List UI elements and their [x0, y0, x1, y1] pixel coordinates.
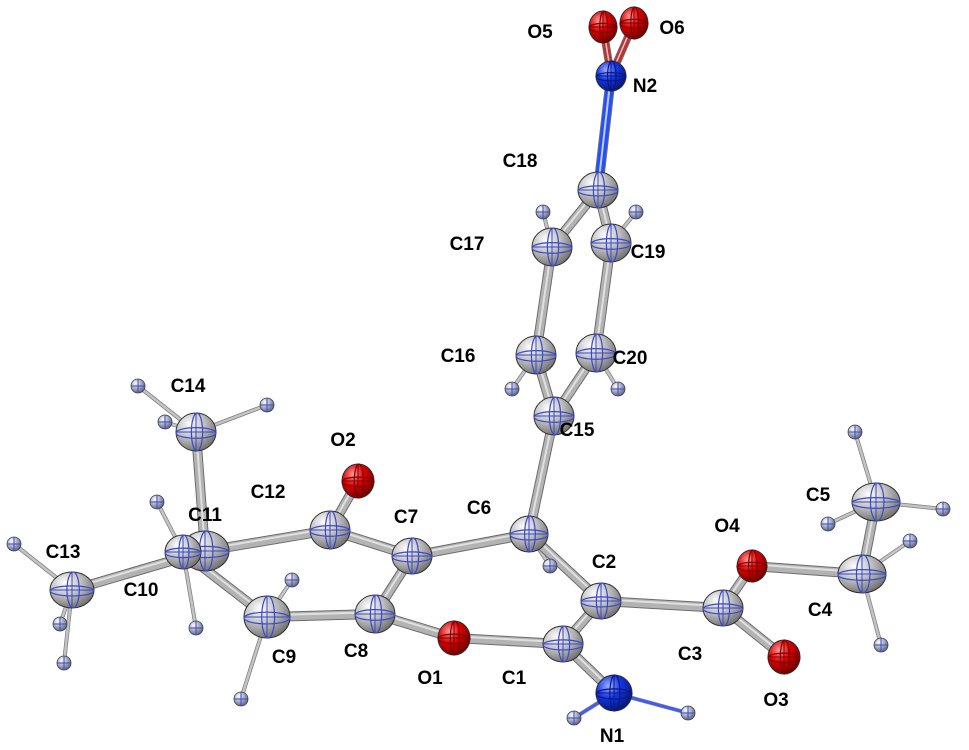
hydrogen-atom — [820, 516, 836, 532]
atom-label-c1: C1 — [502, 668, 527, 689]
atom-c1 — [542, 625, 584, 663]
hydrogen-atom — [233, 691, 249, 707]
atom-label-c7: C7 — [394, 507, 418, 528]
atom-label-c9: C9 — [272, 647, 296, 668]
atom-label-c13: C13 — [46, 542, 81, 563]
atom-label-o1: O1 — [417, 668, 443, 689]
hydrogen-atom — [542, 558, 558, 574]
atom-c16 — [515, 335, 557, 375]
hydrogen-atom — [610, 381, 626, 397]
hydrogen-atom — [847, 424, 863, 440]
atom-c2 — [580, 582, 622, 620]
atom-label-c15: C15 — [560, 420, 595, 441]
atom-c9 — [243, 595, 291, 639]
hydrogen-atom — [628, 204, 644, 220]
atom-label-o2: O2 — [330, 430, 355, 451]
atom-label-c6: C6 — [467, 498, 491, 519]
atom-c7 — [391, 537, 433, 575]
atom-c5 — [851, 482, 901, 522]
atom-c8 — [354, 594, 396, 634]
hydrogen-atom — [935, 501, 951, 517]
hydrogen-atom — [56, 655, 72, 671]
hydrogen-atom — [149, 494, 165, 510]
atom-c12 — [309, 510, 351, 550]
atom-c14 — [175, 412, 217, 452]
atom-label-o3: O3 — [763, 690, 788, 711]
atom-label-o5: O5 — [527, 22, 553, 43]
hydrogen-atoms-layer — [6, 204, 951, 726]
hydrogen-atom — [6, 536, 22, 552]
hydrogen-atom — [130, 378, 146, 394]
atom-label-o6: O6 — [659, 18, 684, 39]
atom-o5 — [588, 10, 618, 44]
atom-label-o4: O4 — [714, 516, 740, 537]
atom-c10 — [164, 534, 202, 570]
hydrogen-atom — [259, 397, 275, 413]
hydrogen-atom — [157, 414, 173, 430]
hydrogen-atom — [535, 204, 551, 220]
atom-label-c12: C12 — [251, 482, 286, 503]
heavy-atoms-layer — [49, 6, 901, 712]
hydrogen-atom — [504, 381, 520, 397]
atom-label-c16: C16 — [441, 346, 476, 367]
bond-n2-c18 — [593, 71, 616, 195]
hydrogen-atom — [284, 572, 300, 588]
atom-label-c19: C19 — [631, 242, 666, 263]
atom-label-c4: C4 — [808, 600, 833, 621]
atom-label-c20: C20 — [613, 348, 648, 369]
atom-c4 — [837, 554, 887, 594]
atom-n2 — [595, 60, 627, 92]
hydrogen-atom — [902, 533, 918, 549]
atom-o2 — [341, 463, 375, 499]
hydrogen-atom — [52, 616, 68, 632]
atom-o1 — [437, 620, 471, 656]
hydrogen-atom — [188, 620, 204, 636]
atom-label-c2: C2 — [592, 552, 616, 573]
hydrogen-atom — [873, 637, 889, 653]
hydrogen-atom — [566, 710, 582, 726]
atom-label-c3: C3 — [678, 644, 702, 665]
atom-label-c18: C18 — [503, 151, 538, 172]
atom-c17 — [531, 227, 573, 267]
atom-label-c14: C14 — [171, 376, 206, 397]
atom-c15 — [533, 396, 575, 436]
atom-label-c11: C11 — [188, 505, 222, 526]
atom-c6 — [509, 515, 549, 553]
atom-label-c17: C17 — [450, 234, 485, 255]
atom-label-n1: N1 — [600, 726, 625, 747]
hydrogen-atom — [680, 705, 696, 721]
atom-c3 — [702, 589, 744, 627]
atom-n1 — [595, 674, 633, 712]
atom-label-c10: C10 — [124, 580, 159, 601]
atom-c13 — [49, 571, 95, 609]
atom-c20 — [575, 333, 617, 373]
atom-label-c5: C5 — [806, 485, 831, 506]
atom-c18 — [577, 171, 619, 209]
atom-label-n2: N2 — [633, 76, 657, 97]
atom-o4 — [736, 549, 768, 583]
atom-label-c8: C8 — [344, 641, 368, 662]
atom-c19 — [590, 223, 632, 263]
atom-o6 — [619, 6, 649, 40]
atom-o3 — [767, 639, 801, 675]
